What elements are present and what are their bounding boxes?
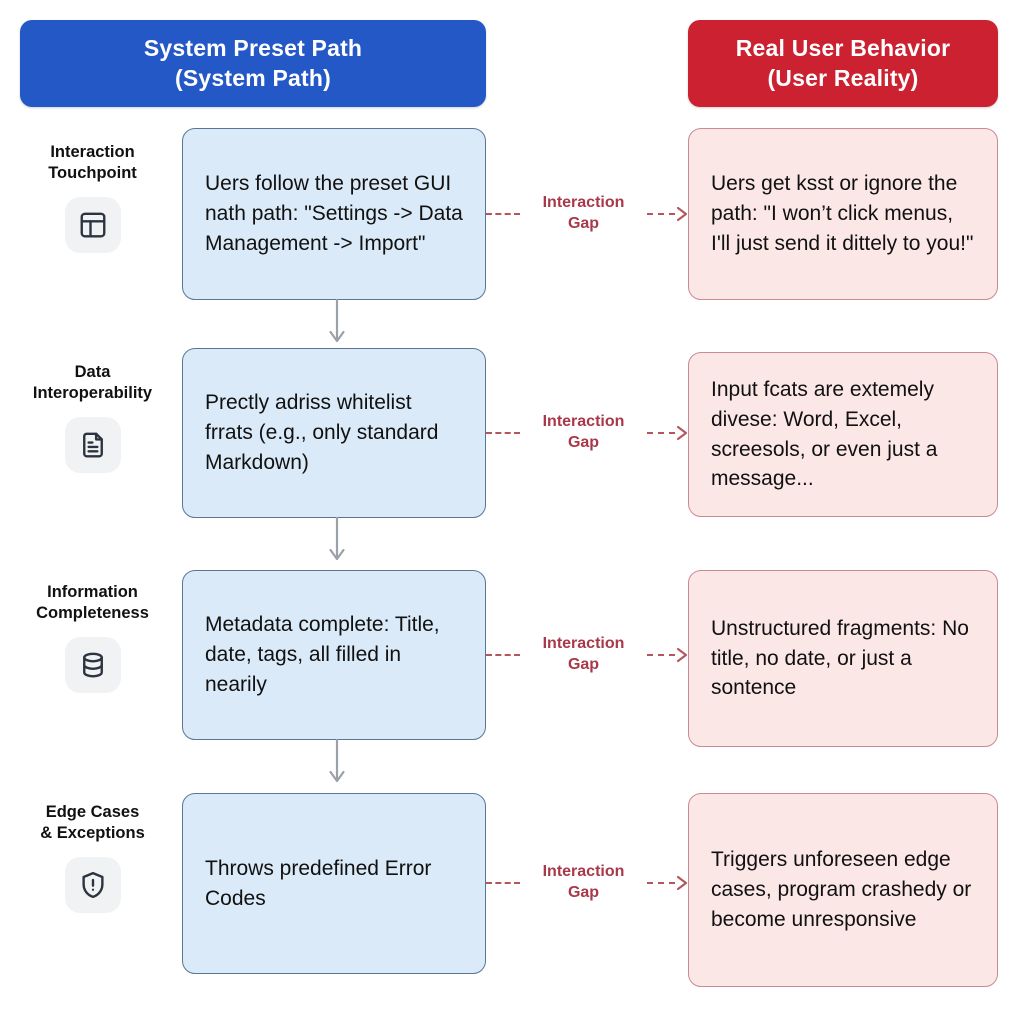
gap-label-line1: Interaction xyxy=(542,413,625,431)
system-box-3: Metadata complete: Title, date, tags, al… xyxy=(182,570,486,740)
system-box-4: Throws predefined Error Codes xyxy=(182,793,486,974)
gap-arrowhead-icon xyxy=(674,647,688,663)
user-box-1-text: Uers get ksst or ignore the path: "I won… xyxy=(711,172,974,255)
gap-label-line1: Interaction xyxy=(542,635,625,653)
flow-arrow-2-to-3 xyxy=(327,516,347,566)
row-label-text: Data Interoperability xyxy=(10,362,175,404)
system-box-3-text: Metadata complete: Title, date, tags, al… xyxy=(205,613,440,696)
row-label-line1: Edge Cases xyxy=(45,803,140,821)
gap-arrowhead-icon xyxy=(674,875,688,891)
interaction-gap-connector-3: Interaction Gap xyxy=(486,623,688,687)
header-user-line1: Real User Behavior xyxy=(735,35,951,62)
layout-panel-icon xyxy=(64,197,121,254)
user-box-3: Unstructured fragments: No title, no dat… xyxy=(688,570,998,747)
system-box-1: Uers follow the preset GUI nath path: "S… xyxy=(182,128,486,300)
row-label-line2: Touchpoint xyxy=(48,164,137,183)
row-label-data-interoperability: Data Interoperability xyxy=(10,362,175,474)
gap-dashed-line-left xyxy=(486,654,520,656)
gap-arrowhead-icon xyxy=(674,206,688,222)
row-label-text: Edge Cases & Exceptions xyxy=(10,802,175,844)
database-icon xyxy=(64,637,121,694)
user-box-4: Triggers unforeseen edge cases, program … xyxy=(688,793,998,987)
gap-label-line2: Gap xyxy=(567,656,600,673)
gap-label-line2: Gap xyxy=(567,884,600,901)
user-box-4-text: Triggers unforeseen edge cases, program … xyxy=(711,848,972,931)
system-box-4-text: Throws predefined Error Codes xyxy=(205,856,432,910)
gap-label-3: Interaction Gap xyxy=(520,634,647,676)
header-system-line2: (System Path) xyxy=(175,64,331,91)
row-label-text: Information Completeness xyxy=(10,582,175,624)
row-label-line2: Interoperability xyxy=(32,384,153,403)
gap-dashed-line-right xyxy=(647,882,675,884)
gap-label-line1: Interaction xyxy=(542,863,625,881)
gap-dashed-line-left xyxy=(486,213,520,215)
gap-arrowhead-icon xyxy=(674,425,688,441)
user-box-3-text: Unstructured fragments: No title, no dat… xyxy=(711,616,969,700)
gap-dashed-line-right xyxy=(647,654,675,656)
row-label-line2: Completeness xyxy=(36,604,149,623)
interaction-gap-connector-1: Interaction Gap xyxy=(486,182,688,246)
gap-label-4: Interaction Gap xyxy=(520,862,647,904)
gap-dashed-line-right xyxy=(647,432,675,434)
interaction-gap-connector-4: Interaction Gap xyxy=(486,851,688,915)
gap-label-line2: Gap xyxy=(567,434,600,451)
gap-label-2: Interaction Gap xyxy=(520,412,647,454)
gap-label-line2: Gap xyxy=(567,215,600,232)
row-label-line1: Interaction xyxy=(50,143,135,161)
gap-dashed-line-right xyxy=(647,213,675,215)
header-user-line2: (User Reality) xyxy=(767,64,919,91)
row-label-text: Interaction Touchpoint xyxy=(10,142,175,184)
gap-dashed-line-left xyxy=(486,432,520,434)
document-icon xyxy=(64,417,121,474)
header-system-preset-path: System Preset Path (System Path) xyxy=(20,20,486,107)
row-label-line2: & Exceptions xyxy=(40,824,145,843)
system-box-1-text: Uers follow the preset GUI nath path: "S… xyxy=(205,172,463,255)
gap-dashed-line-left xyxy=(486,882,520,884)
row-label-information-completeness: Information Completeness xyxy=(10,582,175,694)
row-label-interaction-touchpoint: Interaction Touchpoint xyxy=(10,142,175,254)
system-box-2-text: Prectly adriss whitelist frrats (e.g., o… xyxy=(205,391,439,474)
interaction-gap-connector-2: Interaction Gap xyxy=(486,401,688,465)
row-label-line1: Data xyxy=(74,363,111,381)
user-box-2: Input fcats are extemely divese: Word, E… xyxy=(688,352,998,517)
header-system-line1: System Preset Path xyxy=(143,35,363,62)
header-real-user-behavior: Real User Behavior (User Reality) xyxy=(688,20,998,107)
flow-arrow-3-to-4 xyxy=(327,738,347,788)
shield-alert-icon xyxy=(64,857,121,914)
system-box-2: Prectly adriss whitelist frrats (e.g., o… xyxy=(182,348,486,518)
gap-label-1: Interaction Gap xyxy=(520,193,647,235)
row-label-line1: Information xyxy=(47,583,138,601)
user-box-2-text: Input fcats are extemely divese: Word, E… xyxy=(711,377,938,491)
user-box-1: Uers get ksst or ignore the path: "I won… xyxy=(688,128,998,300)
flow-arrow-1-to-2 xyxy=(327,298,347,348)
gap-label-line1: Interaction xyxy=(542,194,625,212)
row-label-edge-cases: Edge Cases & Exceptions xyxy=(10,802,175,914)
